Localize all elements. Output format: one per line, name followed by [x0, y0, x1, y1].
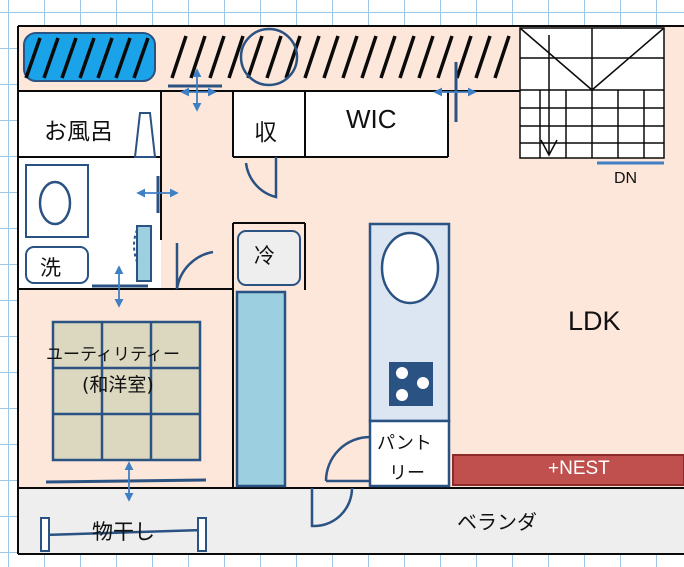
ceiling-light [239, 27, 299, 87]
utility-label-line1: ユーティリティー [46, 345, 180, 365]
hatch-stroke [436, 35, 454, 79]
nest-bench [452, 454, 684, 486]
bathtub-hatching [24, 37, 150, 79]
door-swings [175, 157, 371, 528]
utility-label-line2: (和洋室) [82, 374, 154, 396]
pantry-label-line2: リー [389, 463, 425, 484]
storage-label: 収 [254, 120, 277, 146]
wash-shelf [136, 225, 152, 282]
kitchen-cabinet [235, 290, 287, 488]
stair-down-arrow-icon [540, 35, 558, 157]
hatch-stroke [60, 37, 78, 79]
interior-walls [17, 26, 684, 555]
stove-burner [396, 389, 408, 401]
storage-floor [233, 91, 305, 157]
stove-burner [396, 367, 408, 379]
wic-floor [305, 91, 448, 157]
hatch-stroke [493, 35, 511, 79]
bath-label: お風呂 [44, 119, 113, 145]
hatch-stroke [78, 37, 96, 79]
wall-hatching [170, 35, 511, 79]
fridge-label: 冷 [254, 244, 275, 268]
washroom-door [175, 243, 214, 290]
hatch-stroke [208, 35, 226, 79]
dn-label: DN [614, 170, 638, 187]
veranda-label: ベランダ [457, 510, 537, 534]
hatch-stroke [455, 35, 473, 79]
hatch-stroke [341, 35, 359, 79]
hatch-stroke [24, 37, 42, 79]
hatch-stroke [227, 35, 245, 79]
hatch-stroke [114, 37, 132, 79]
bath-faucet [133, 112, 157, 158]
hatch-stroke [170, 35, 188, 79]
staircase [519, 27, 665, 159]
pantry-label-line1: パント [377, 433, 432, 454]
hatch-stroke [132, 37, 150, 79]
hatch-stroke [417, 35, 435, 79]
wash-basin [38, 180, 72, 226]
tatami-mats [51, 320, 202, 462]
hatch-stroke [322, 35, 340, 79]
kitchen-sink [380, 231, 440, 305]
fridge [237, 230, 301, 286]
wash-shelf-door [133, 229, 138, 263]
hatch-stroke [265, 35, 283, 79]
hatch-stroke [360, 35, 378, 79]
wash-label: 洗 [40, 256, 61, 280]
ldk-label: LDK [568, 306, 621, 336]
hatch-stroke [379, 35, 397, 79]
hatch-stroke [284, 35, 302, 79]
drying-pole [40, 517, 207, 552]
drying-label: 物干し [92, 520, 155, 544]
hatch-stroke [42, 37, 60, 79]
nest-label: +NEST [548, 458, 610, 479]
hatch-stroke [96, 37, 114, 79]
hatch-stroke [398, 35, 416, 79]
pantry-door [324, 435, 371, 482]
hatch-stroke [303, 35, 321, 79]
wic-label: WIC [346, 104, 397, 134]
storage-door [244, 157, 278, 199]
pantry-box [368, 419, 451, 488]
hatch-stroke [474, 35, 492, 79]
washing-machine [25, 246, 89, 284]
movement-arrows [114, 68, 477, 502]
hatch-stroke [246, 35, 264, 79]
stove-burner [417, 377, 429, 389]
veranda-door [310, 487, 354, 528]
